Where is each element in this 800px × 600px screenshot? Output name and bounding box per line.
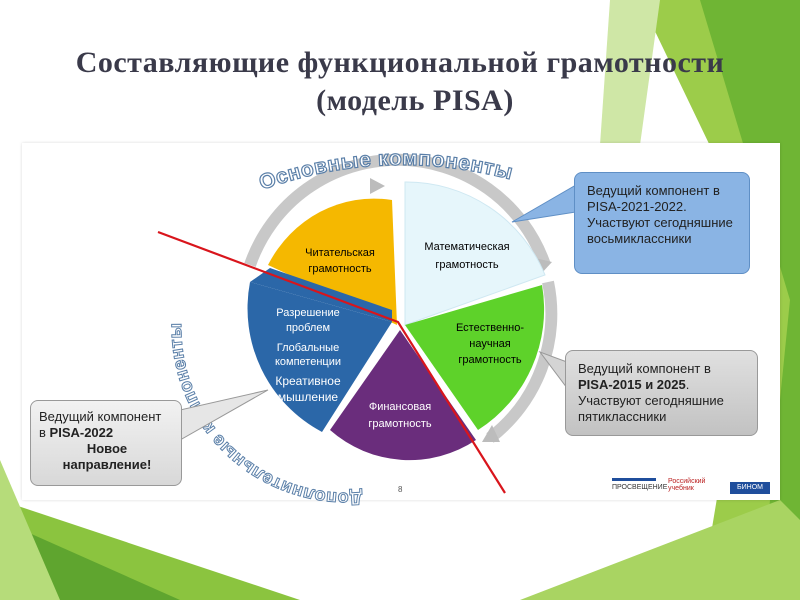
- segment-problem-upper: [250, 268, 392, 322]
- segment-finance: [330, 330, 476, 461]
- callout-math-lead: Ведущий компонент в PISA-2021-2022. Учас…: [574, 172, 750, 274]
- callout-top-line2-suffix: .: [683, 199, 687, 214]
- callout-top-line1: Ведущий компонент в: [587, 183, 720, 198]
- callout-mid-line4: пятиклассники: [578, 409, 667, 424]
- callout-top-line2: PISA-2021-2022: [587, 199, 684, 214]
- binom-logo: БИНОМ: [730, 482, 770, 494]
- outer-ring-right: [486, 280, 558, 443]
- callout-left-line3: Новое: [86, 441, 128, 456]
- callout-mid-line2-suffix: .: [685, 377, 690, 392]
- segment-problem: [247, 282, 392, 432]
- label-problem-6: мышление: [278, 390, 339, 404]
- callout-top-line3: Участвуют сегодняшние: [587, 215, 733, 230]
- segment-science: [405, 285, 545, 430]
- callout-mid-line3: Участвуют сегодняшние: [578, 393, 724, 408]
- label-math-2: грамотность: [435, 259, 498, 271]
- red-divider-line: [157, 230, 506, 494]
- callout-new-direction: Ведущий компонент в PISA-2022 Новое напр…: [30, 400, 182, 486]
- title-line-1: Составляющие функциональной грамотности: [75, 46, 725, 79]
- label-problem-3: Глобальные: [277, 342, 339, 354]
- russian-textbook-logo: Российский учебник: [668, 478, 706, 492]
- callout-mid-line2: PISA-2015 и 2025: [578, 377, 686, 392]
- segment-reading: [268, 198, 397, 325]
- segment-math: [404, 181, 546, 326]
- label-reading-2: грамотность: [308, 263, 371, 275]
- outer-ring-top: [244, 153, 551, 267]
- label-reading-1: Читательская: [305, 247, 375, 259]
- callout-left-line2-prefix: в: [39, 425, 50, 440]
- callout-left-line1: Ведущий компонент: [39, 409, 162, 424]
- page-title: Составляющие функциональной грамотности …: [0, 44, 800, 120]
- callout-left-line4: направление!: [62, 457, 152, 472]
- label-problem-1: Разрешение: [276, 307, 340, 319]
- label-finance-2: грамотность: [368, 418, 431, 430]
- label-problem-5: Креативное: [275, 374, 341, 388]
- pointer-top: [511, 184, 577, 223]
- label-math-1: Математическая: [424, 241, 509, 253]
- callout-top-line4: восьмиклассники: [587, 231, 692, 246]
- title-line-2: (модель PISA): [316, 84, 514, 117]
- prosveshchenie-logo: ПРОСВЕЩЕНИЕ: [612, 478, 667, 504]
- callout-mid-line1: Ведущий компонент в: [578, 361, 711, 376]
- callout-science-lead: Ведущий компонент в PISA-2015 и 2025. Уч…: [565, 350, 758, 436]
- label-problem-2: проблем: [286, 322, 330, 334]
- callout-left-line2: PISA-2022: [49, 425, 114, 440]
- label-science-2: научная: [469, 338, 510, 350]
- label-science-1: Естественно-: [456, 322, 524, 334]
- label-problem-4: компетенции: [275, 356, 341, 368]
- page-number: 8: [398, 485, 403, 494]
- arrow-bottom-right: [482, 425, 500, 442]
- arrow-top-left: [370, 178, 385, 194]
- label-science-3: грамотность: [458, 354, 521, 366]
- label-finance-1: Финансовая: [369, 401, 431, 413]
